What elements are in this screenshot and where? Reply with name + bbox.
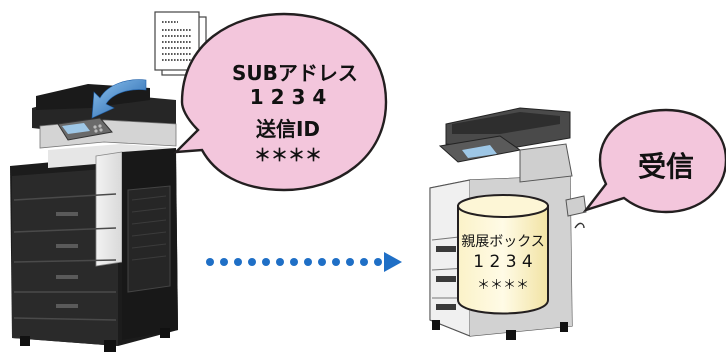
sender-speech-bubble [172, 12, 388, 192]
confidential-box-password: ＊＊＊＊ [476, 278, 529, 293]
sub-address-label: SUBアドレス [232, 61, 358, 85]
receiver-speech-bubble [582, 108, 726, 214]
confidential-box-cylinder [457, 194, 549, 315]
confidential-box-number: 1 2 3 4 [473, 252, 533, 272]
sender-id-value: ＊＊＊＊ [254, 146, 322, 166]
receive-label: 受信 [637, 150, 694, 183]
transmission-arrow [206, 252, 402, 272]
sending-copier-illustration [10, 84, 178, 352]
confidential-box-label: 親展ボックス [461, 234, 545, 250]
document-feed-arrow-icon [91, 79, 147, 119]
sender-id-label: 送信ID [255, 117, 321, 141]
sub-address-value: 1 2 3 4 [249, 85, 327, 109]
